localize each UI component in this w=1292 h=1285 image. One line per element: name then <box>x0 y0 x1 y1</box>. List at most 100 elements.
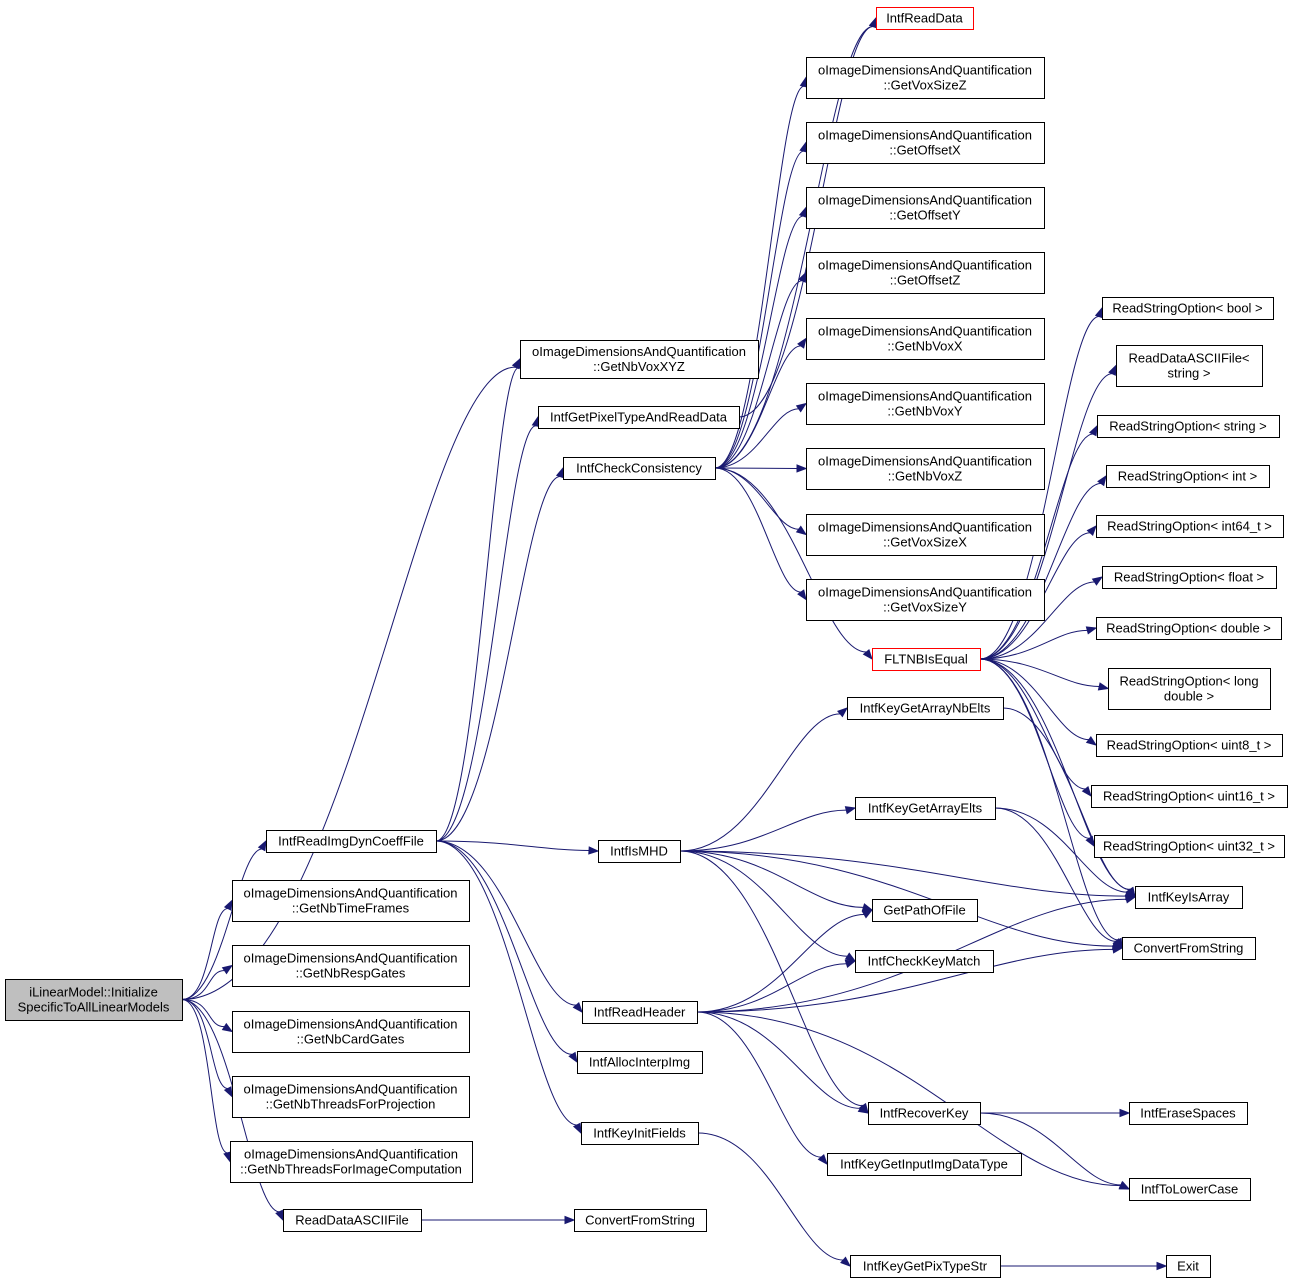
node-intf-read-header[interactable]: IntfReadHeader <box>582 1001 698 1024</box>
node-rso-uint-32[interactable]: ReadStringOption< uint32_t > <box>1094 835 1285 858</box>
node-label: ReadStringOption< int64_t > <box>1107 519 1272 534</box>
node-get-nb-threads-for-projection[interactable]: oImageDimensionsAndQuantification::GetNb… <box>232 1076 470 1118</box>
node-label: ReadStringOption< uint32_t > <box>1103 839 1275 854</box>
node-root[interactable]: iLinearModel::InitializeSpecificToAllLin… <box>5 979 183 1021</box>
node-intf-key-is-array[interactable]: IntfKeyIsArray <box>1135 886 1243 909</box>
edge-arrowhead <box>223 1086 233 1098</box>
edge-fltnb-is-equal-to-read-data-asciifile-string <box>979 373 1113 660</box>
edge-arrowhead <box>1108 364 1117 376</box>
edge-arrowhead <box>796 464 808 473</box>
node-get-nb-vox-x[interactable]: oImageDimensionsAndQuantification::GetNb… <box>806 318 1045 360</box>
node-intf-key-get-array-nb-elts[interactable]: IntfKeyGetArrayNbElts <box>847 697 1004 720</box>
edge-arrowhead <box>844 952 857 962</box>
edge-intf-check-consistency-to-get-offset-z <box>714 280 803 469</box>
node-label: ::GetVoxSizeY <box>883 600 967 615</box>
node-box <box>1097 415 1280 438</box>
edge-arrowhead <box>1097 474 1107 487</box>
node-box <box>806 57 1045 99</box>
edge-root-to-get-nb-threads-for-projection <box>181 999 229 1089</box>
node-intf-alloc-interp-img[interactable]: IntfAllocInterpImg <box>577 1051 703 1074</box>
node-intf-key-get-array-elts[interactable]: IntfKeyGetArrayElts <box>855 797 996 820</box>
node-get-vox-size-x[interactable]: oImageDimensionsAndQuantification::GetVo… <box>806 514 1045 556</box>
node-label: ::GetNbCardGates <box>297 1032 405 1047</box>
node-intf-erase-spaces[interactable]: IntfEraseSpaces <box>1129 1102 1248 1125</box>
node-read-data-asciifile-string[interactable]: ReadDataASCIIFile<string > <box>1116 345 1263 387</box>
edge-intf-key-get-array-nb-elts-to-intf-key-is-array <box>1002 707 1130 891</box>
call-edges <box>181 16 1168 1271</box>
edge-fltnb-is-equal-to-rso-float <box>979 581 1095 660</box>
node-rso-bool[interactable]: ReadStringOption< bool > <box>1102 297 1274 320</box>
node-get-nb-time-frames[interactable]: oImageDimensionsAndQuantification::GetNb… <box>232 880 470 922</box>
node-get-nb-threads-for-image-computation[interactable]: oImageDimensionsAndQuantification::GetNb… <box>230 1141 473 1183</box>
edge-arrowhead <box>223 1151 232 1163</box>
node-convert-from-string-2[interactable]: ConvertFromString <box>1122 937 1256 960</box>
node-rso-float[interactable]: ReadStringOption< float > <box>1102 566 1277 589</box>
node-get-offset-x[interactable]: oImageDimensionsAndQuantification::GetOf… <box>806 122 1045 164</box>
node-box <box>232 880 470 922</box>
node-get-nb-resp-gates[interactable]: oImageDimensionsAndQuantification::GetNb… <box>232 945 470 987</box>
node-get-path-of-file[interactable]: GetPathOfFile <box>872 899 978 922</box>
edge-intf-read-header-to-convert-from-string-2 <box>696 948 1114 1013</box>
node-get-offset-y[interactable]: oImageDimensionsAndQuantification::GetOf… <box>806 187 1045 229</box>
edge-arrowhead <box>1081 785 1092 798</box>
node-get-vox-size-y[interactable]: oImageDimensionsAndQuantification::GetVo… <box>806 579 1045 621</box>
node-box <box>855 950 994 973</box>
node-box <box>806 579 1045 621</box>
node-intf-read-data[interactable]: IntfReadData <box>876 7 974 30</box>
node-label: ::GetVoxSizeX <box>883 535 967 550</box>
edge-arrowhead <box>275 1209 284 1222</box>
node-intf-is-mhd[interactable]: IntfIsMHD <box>598 840 681 863</box>
node-label: ReadStringOption< float > <box>1114 570 1264 585</box>
node-label: IntfKeyInitFields <box>593 1126 686 1141</box>
node-intf-read-img-dyn-coeff-file[interactable]: IntfReadImgDynCoeffFile <box>266 830 437 853</box>
node-box <box>232 945 470 987</box>
node-rso-uint-16[interactable]: ReadStringOption< uint16_t > <box>1091 785 1288 808</box>
node-get-nb-vox-y[interactable]: oImageDimensionsAndQuantification::GetNb… <box>806 383 1045 425</box>
node-read-data-asciifile[interactable]: ReadDataASCIIFile <box>283 1209 422 1232</box>
node-box <box>876 7 974 30</box>
node-get-nb-vox-xyz[interactable]: oImageDimensionsAndQuantification::GetNb… <box>520 340 759 379</box>
node-exit[interactable]: Exit <box>1166 1255 1211 1278</box>
edge-intf-read-img-dyn-coeff-file-to-intf-alloc-interp-img <box>435 840 573 1055</box>
node-intf-check-consistency[interactable]: IntfCheckConsistency <box>563 457 716 480</box>
node-rso-double[interactable]: ReadStringOption< double > <box>1096 617 1282 640</box>
edge-arrowhead <box>797 337 807 349</box>
edge-root-to-get-nb-time-frames <box>181 908 229 1000</box>
node-intf-key-get-pix-type-str[interactable]: IntfKeyGetPixTypeStr <box>850 1255 1001 1278</box>
edge-arrowhead <box>572 1122 582 1135</box>
edge-intf-read-img-dyn-coeff-file-to-get-nb-vox-xyz <box>435 367 519 842</box>
edge-arrowhead <box>861 903 874 912</box>
node-intf-key-get-input-img-data-type[interactable]: IntfKeyGetInputImgDataType <box>827 1153 1022 1176</box>
node-get-nb-vox-z[interactable]: oImageDimensionsAndQuantification::GetNb… <box>806 448 1045 490</box>
node-intf-key-init-fields[interactable]: IntfKeyInitFields <box>581 1122 699 1145</box>
edge-intf-check-consistency-to-get-vox-size-y <box>714 467 801 593</box>
node-fltnb-is-equal[interactable]: FLTNBIsEqual <box>872 648 981 671</box>
node-intf-get-pixel-type-and-read-data[interactable]: IntfGetPixelTypeAndReadData <box>538 406 740 429</box>
node-box <box>872 899 978 922</box>
node-label: FLTNBIsEqual <box>884 652 968 667</box>
edge-fltnb-is-equal-to-convert-from-string-2 <box>979 658 1119 941</box>
node-get-nb-card-gates[interactable]: oImageDimensionsAndQuantification::GetNb… <box>232 1011 470 1053</box>
node-label: IntfAllocInterpImg <box>589 1055 690 1070</box>
node-box <box>1096 734 1283 757</box>
node-label: oImageDimensionsAndQuantification <box>818 193 1032 208</box>
edge-intf-read-header-to-intf-to-lower-case <box>696 1011 1121 1187</box>
node-box <box>1116 345 1263 387</box>
node-intf-check-key-match[interactable]: IntfCheckKeyMatch <box>855 950 994 973</box>
node-label: IntfCheckKeyMatch <box>868 954 981 969</box>
node-rso-int-64[interactable]: ReadStringOption< int64_t > <box>1096 515 1284 538</box>
node-get-vox-size-z[interactable]: oImageDimensionsAndQuantification::GetVo… <box>806 57 1045 99</box>
node-intf-recover-key[interactable]: IntfRecoverKey <box>868 1102 981 1125</box>
node-label: ConvertFromString <box>1134 941 1244 956</box>
node-label: IntfKeyGetArrayNbElts <box>860 701 991 716</box>
node-rso-string[interactable]: ReadStringOption< string > <box>1097 415 1280 438</box>
node-intf-to-lower-case[interactable]: IntfToLowerCase <box>1129 1178 1251 1201</box>
edge-intf-is-mhd-to-convert-from-string-2 <box>679 850 1114 947</box>
node-convert-from-string-1[interactable]: ConvertFromString <box>574 1209 707 1232</box>
node-rso-uint-8[interactable]: ReadStringOption< uint8_t > <box>1096 734 1283 757</box>
node-label: oImageDimensionsAndQuantification <box>244 951 458 966</box>
node-rso-int[interactable]: ReadStringOption< int > <box>1106 465 1270 488</box>
node-get-offset-z[interactable]: oImageDimensionsAndQuantification::GetOf… <box>806 252 1045 294</box>
